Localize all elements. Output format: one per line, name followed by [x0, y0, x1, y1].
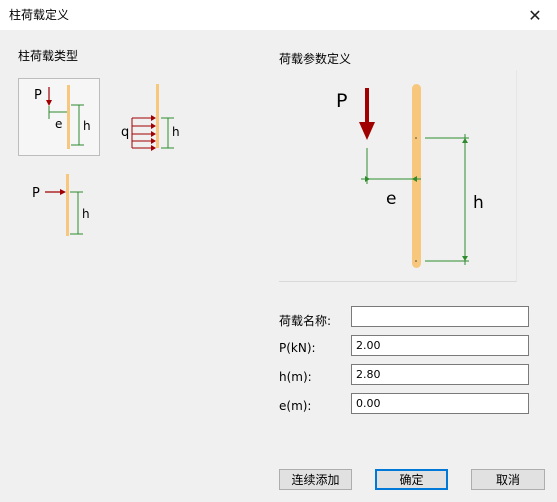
- cancel-button[interactable]: 取消: [471, 469, 545, 490]
- h-label: h(m):: [279, 370, 312, 384]
- load-type-distributed[interactable]: q h: [118, 78, 198, 154]
- load-name-input[interactable]: [351, 306, 529, 327]
- diagram-e-label: e: [386, 189, 396, 209]
- type3-h-label: h: [82, 207, 90, 221]
- p-label: P(kN):: [279, 341, 316, 355]
- h-input[interactable]: [351, 364, 529, 385]
- close-button[interactable]: ✕: [513, 0, 557, 30]
- horizontal-point-icon: P h: [32, 174, 90, 236]
- p-input[interactable]: [351, 335, 529, 356]
- title-bar: 柱荷载定义 ✕: [0, 0, 557, 30]
- type1-h-label: h: [83, 119, 91, 133]
- load-name-label: 荷载名称:: [279, 314, 332, 328]
- diagram-h-label: h: [473, 193, 484, 213]
- ok-button[interactable]: 确定: [375, 469, 448, 490]
- load-type-label: 柱荷载类型: [18, 49, 79, 63]
- e-label: e(m):: [279, 399, 312, 413]
- type3-p-label: P: [32, 186, 40, 201]
- load-diagram: P e h: [336, 84, 484, 268]
- close-icon: ✕: [528, 5, 542, 25]
- window-title: 柱荷载定义: [9, 8, 70, 22]
- type2-h-label: h: [172, 125, 180, 139]
- continuous-add-button[interactable]: 连续添加: [279, 469, 352, 490]
- param-definition-label: 荷载参数定义: [279, 52, 352, 66]
- load-type-horizontal-point[interactable]: P h: [18, 170, 98, 240]
- point-eccentric-icon: P e h: [34, 85, 91, 149]
- type1-p-label: P: [34, 88, 42, 103]
- e-input[interactable]: [351, 393, 529, 414]
- diagram-p-label: P: [336, 90, 347, 112]
- load-type-point-eccentric[interactable]: P e h: [18, 78, 100, 156]
- type2-q-label: q: [121, 125, 129, 140]
- load-preview-panel: P e h: [279, 70, 517, 282]
- type1-e-label: e: [55, 117, 62, 131]
- distributed-load-icon: q h: [121, 84, 180, 151]
